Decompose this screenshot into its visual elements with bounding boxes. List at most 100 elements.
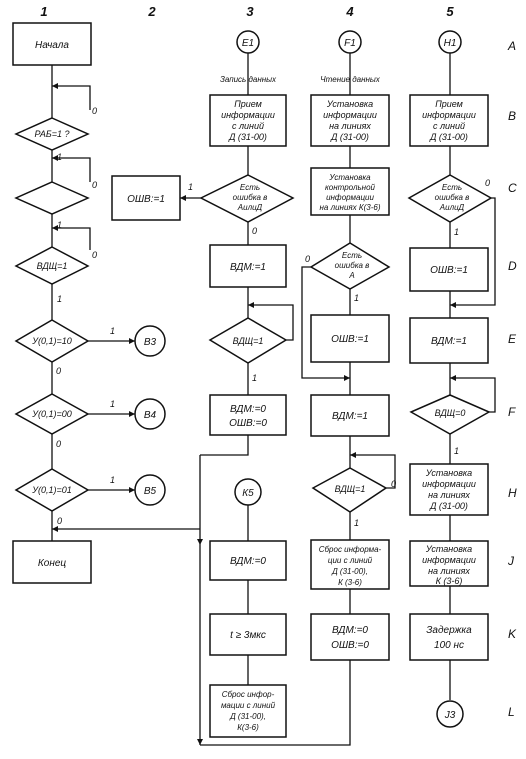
- connector-e1-label: Е1: [242, 38, 254, 49]
- empty-decision: [14, 181, 90, 215]
- connector-f1: [338, 30, 362, 54]
- connector-k5-label: К5: [242, 488, 254, 499]
- u01-zero-label: 0: [57, 516, 62, 526]
- error-ad-line-1: Есть: [240, 183, 260, 192]
- column-header-3: 3: [246, 4, 254, 19]
- connector-h1: [438, 30, 462, 54]
- reset-info-line-1: Сброс информа-: [319, 545, 382, 554]
- vdm-zero-label: ВДМ:=0: [230, 556, 266, 567]
- u01-one-label: 1: [110, 475, 115, 485]
- connector-b3: [134, 325, 166, 357]
- vdm-reset-label: ВДМ:=0: [230, 404, 266, 415]
- rab-one-label: 1: [57, 152, 62, 162]
- column-header-5: 5: [446, 4, 454, 19]
- vdsh-label: ВДЩ=1: [37, 261, 68, 271]
- wait-label: t ≥ 3мкс: [230, 630, 266, 641]
- vdsh-decision: [14, 246, 90, 285]
- read-data-label: Чтение данных: [320, 75, 381, 84]
- vdm-set-box: [209, 244, 287, 288]
- vdm-zero-label-4: ВДМ:=0: [332, 625, 368, 636]
- set-data-line-4: Д (31-00): [330, 132, 369, 142]
- set-k5-line-1: Установка: [425, 544, 472, 554]
- set-k5-line-3: на линиях: [428, 566, 470, 576]
- error-a-line-2: ошибка в: [335, 261, 370, 270]
- connector-b5: [134, 474, 166, 506]
- row-label-a: A: [507, 39, 516, 53]
- u00-zero-label: 0: [56, 439, 61, 449]
- receive-box: [209, 94, 287, 147]
- connector-lines: [51, 53, 496, 746]
- reset-info-line-3: Д (31-00),: [331, 567, 368, 576]
- connector-j3-label: J3: [444, 710, 456, 721]
- error5-line-2: ошибка в: [435, 193, 470, 202]
- empty-zero-label: 0: [92, 180, 97, 190]
- set-control-line-1: Установка: [328, 173, 371, 182]
- u01-decision: [14, 468, 90, 512]
- column-4: F1 Чтение данных Установка информации на…: [305, 30, 396, 661]
- connector-b5-label: В5: [144, 486, 157, 497]
- empty-one-label: 1: [57, 220, 62, 230]
- vdm-one-label-5: ВДМ:=1: [431, 336, 467, 347]
- oshv-set-box: [111, 175, 181, 221]
- error-ad-decision-5: [407, 174, 493, 223]
- end-box: [12, 540, 92, 584]
- delay-line-1: Задержка: [426, 625, 472, 636]
- set-data5-line-4: Д (31-00): [429, 501, 468, 511]
- end-label: Конец: [38, 558, 67, 569]
- connector-e1: [236, 30, 260, 54]
- set-control-box: [310, 167, 390, 216]
- error-ad-decision: [199, 174, 295, 223]
- vdm-reset-box: [209, 394, 287, 436]
- start-box: [12, 22, 92, 66]
- row-label-b: B: [508, 109, 516, 123]
- u10-label: У(0,1)=10: [31, 336, 72, 346]
- row-label-h: H: [508, 486, 517, 500]
- column-header-2: 2: [147, 4, 156, 19]
- vdsh-label-4: ВДЩ=1: [335, 484, 366, 494]
- error-ad-line-3: АилиД: [237, 203, 263, 212]
- set-data-box: [310, 94, 390, 147]
- row-label-j: J: [507, 554, 515, 568]
- u01-label: У(0,1)=01: [31, 485, 72, 495]
- set-control-line-4: на линиях К(3-6): [320, 203, 381, 212]
- set-data-box-5: [409, 463, 489, 516]
- connector-k5: [234, 478, 262, 506]
- vdsh5-one-label: 1: [454, 446, 459, 456]
- start-label: Начала: [35, 40, 69, 51]
- reset-info-box: [310, 539, 390, 590]
- oshv-one-label-5: ОШВ:=1: [430, 265, 468, 276]
- set-k5-line-2: информации: [422, 555, 476, 565]
- receive5-line-4: Д (31-00): [429, 132, 468, 142]
- delay-box: [409, 613, 489, 661]
- error-a-decision: [309, 242, 391, 290]
- row-label-k: K: [508, 627, 517, 641]
- error-a-one-label: 1: [354, 293, 359, 303]
- u00-label: У(0,1)=00: [31, 409, 72, 419]
- oshv-zero-label-4: ОШВ:=0: [331, 640, 369, 651]
- col2-one-label: 1: [188, 182, 193, 192]
- row-label-d: D: [508, 259, 517, 273]
- wait-box: [209, 613, 287, 656]
- oshv-one-box-5: [409, 247, 489, 292]
- write-data-label: Запись данных: [220, 75, 277, 84]
- set-data-line-2: информации: [323, 110, 377, 120]
- receive-line-1: Прием: [234, 99, 262, 109]
- receive5-line-1: Прием: [435, 99, 463, 109]
- error-ad-zero-label: 0: [252, 226, 257, 236]
- error5-one-label: 1: [454, 227, 459, 237]
- error5-zero-label: 0: [485, 178, 490, 188]
- oshv-one-label: ОШВ:=1: [331, 334, 369, 345]
- reset-lines-line-2: мации с линий: [221, 701, 276, 710]
- error-a-zero-label: 0: [305, 254, 310, 264]
- reset-info-line-4: К (3-6): [338, 578, 362, 587]
- row-labels: A B C D E F H J K L: [507, 39, 517, 719]
- error-a-line-1: Есть: [342, 251, 362, 260]
- connector-h1-label: Н1: [444, 38, 457, 49]
- vdsh4-one-label: 1: [354, 518, 359, 528]
- arrowheads: [52, 83, 456, 745]
- row-label-f: F: [508, 405, 516, 419]
- receive-box-5: [409, 94, 489, 147]
- connector-b4: [134, 398, 166, 430]
- connector-j3: [436, 700, 464, 728]
